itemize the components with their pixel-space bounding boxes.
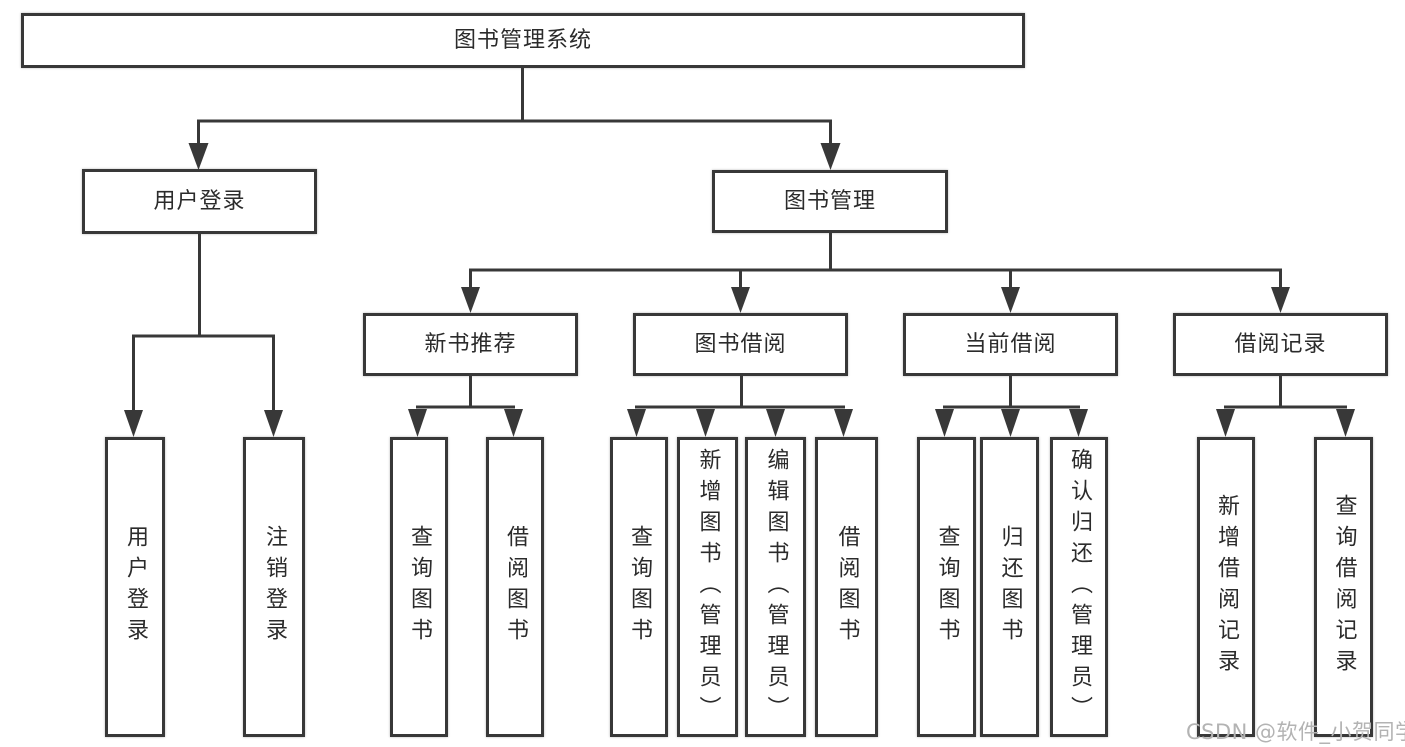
- node-book-borrow-label: 图书借阅: [694, 331, 787, 357]
- leaf-user-login-label: 用户登录: [123, 525, 148, 649]
- leaf-borrow-books-recommend: 借阅图书: [486, 437, 544, 737]
- edge-current-borrow-to-leaves: [935, 375, 1088, 437]
- leaf-borrow-books: 借阅图书: [815, 437, 878, 737]
- leaf-query-borrow-record: 查询借阅记录: [1314, 437, 1373, 737]
- node-current-borrow: 当前借阅: [903, 313, 1118, 376]
- edge-new-book-recommend-to-leaves: [408, 375, 523, 437]
- node-new-book-recommend: 新书推荐: [363, 313, 578, 376]
- leaf-query-books-current-label: 查询图书: [934, 525, 960, 649]
- node-borrow-records-label: 借阅记录: [1234, 331, 1327, 357]
- node-book-mgmt-label: 图书管理: [783, 188, 876, 214]
- edge-book-mgmt-to-level3: [461, 232, 1290, 313]
- leaf-query-books-borrow-label: 查询图书: [627, 525, 652, 649]
- edge-book-borrow-to-leaves: [627, 375, 853, 437]
- leaf-return-book: 归还图书: [980, 437, 1039, 737]
- leaf-add-book-admin-label: 新增图书（管理员）: [695, 447, 721, 727]
- watermark-text: CSDN @软件_小贺同学: [1186, 720, 1405, 744]
- leaf-logout: 注销登录: [243, 437, 305, 737]
- leaf-query-borrow-record-label: 查询借阅记录: [1331, 494, 1357, 680]
- node-root-system-label: 图书管理系统: [453, 27, 592, 53]
- edge-user-login-to-leaves: [124, 233, 283, 437]
- leaf-confirm-return-admin: 确认归还（管理员）: [1050, 437, 1108, 737]
- leaf-query-books-recommend: 查询图书: [390, 437, 448, 737]
- leaf-add-borrow-record-label: 新增借阅记录: [1214, 494, 1239, 680]
- node-user-login: 用户登录: [82, 169, 317, 234]
- leaf-logout-label: 注销登录: [262, 525, 287, 649]
- node-new-book-recommend-label: 新书推荐: [424, 331, 517, 357]
- leaf-edit-book-admin-label: 编辑图书（管理员）: [763, 447, 789, 727]
- leaf-borrow-books-label: 借阅图书: [834, 525, 860, 649]
- leaf-return-book-label: 归还图书: [997, 525, 1023, 649]
- leaf-add-book-admin: 新增图书（管理员）: [677, 437, 738, 737]
- leaf-edit-book-admin: 编辑图书（管理员）: [745, 437, 806, 737]
- leaf-user-login: 用户登录: [105, 437, 165, 737]
- node-current-borrow-label: 当前借阅: [964, 331, 1057, 357]
- node-borrow-records: 借阅记录: [1173, 313, 1388, 376]
- edge-root-to-level2: [188, 66, 841, 170]
- leaf-query-books-current: 查询图书: [917, 437, 976, 737]
- leaf-confirm-return-admin-label: 确认归还（管理员）: [1067, 447, 1092, 727]
- leaf-query-books-recommend-label: 查询图书: [407, 525, 432, 649]
- leaf-add-borrow-record: 新增借阅记录: [1197, 437, 1255, 737]
- edge-borrow-records-to-leaves: [1216, 375, 1355, 437]
- node-user-login-label: 用户登录: [153, 188, 246, 214]
- node-book-borrow: 图书借阅: [633, 313, 848, 376]
- leaf-query-books-borrow: 查询图书: [610, 437, 668, 737]
- node-root-system: 图书管理系统: [21, 13, 1025, 68]
- node-book-mgmt: 图书管理: [712, 170, 948, 233]
- leaf-borrow-books-recommend-label: 借阅图书: [503, 525, 528, 649]
